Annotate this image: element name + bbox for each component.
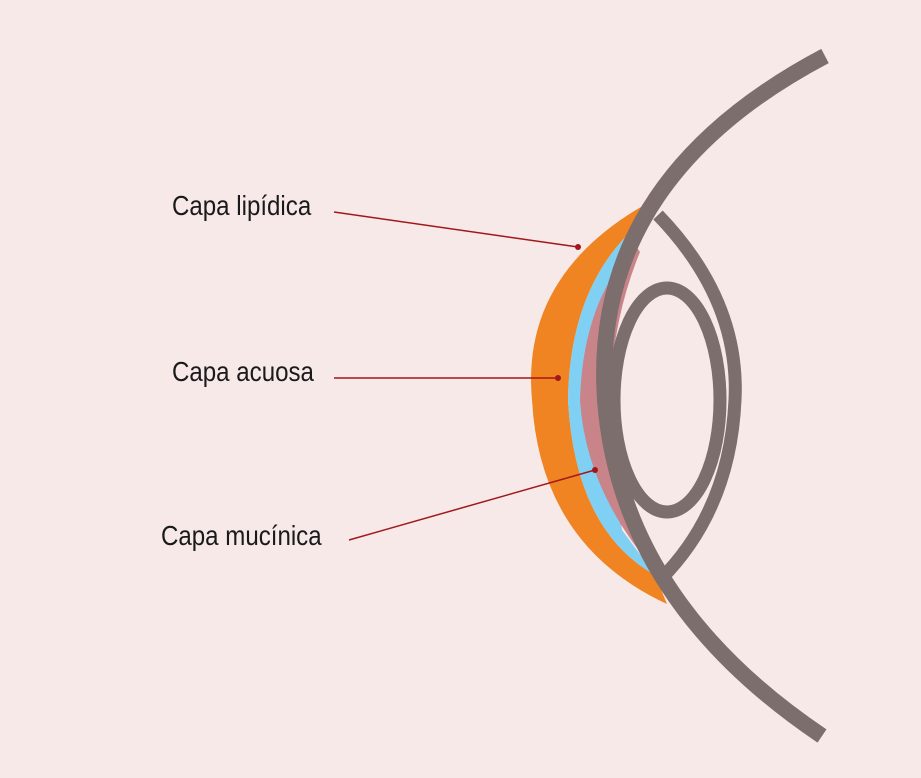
leader-line-lipid: [333, 211, 579, 248]
lens-ring: [607, 281, 727, 519]
leader-dot-mucin: [592, 467, 598, 473]
label-aqueous-layer: Capa acuosa: [172, 356, 314, 387]
leader-line-mucin: [348, 469, 596, 541]
label-mucin-layer: Capa mucínica: [161, 520, 322, 551]
lipid-layer: [531, 198, 667, 604]
cornea-arc: [596, 48, 829, 743]
leader-dot-lipid: [575, 244, 581, 250]
eyelid-outline: [653, 210, 742, 585]
leader-dot-aqueous: [555, 375, 561, 381]
aqueous-layer: [568, 210, 657, 575]
label-lipid-layer: Capa lipídica: [172, 190, 312, 221]
